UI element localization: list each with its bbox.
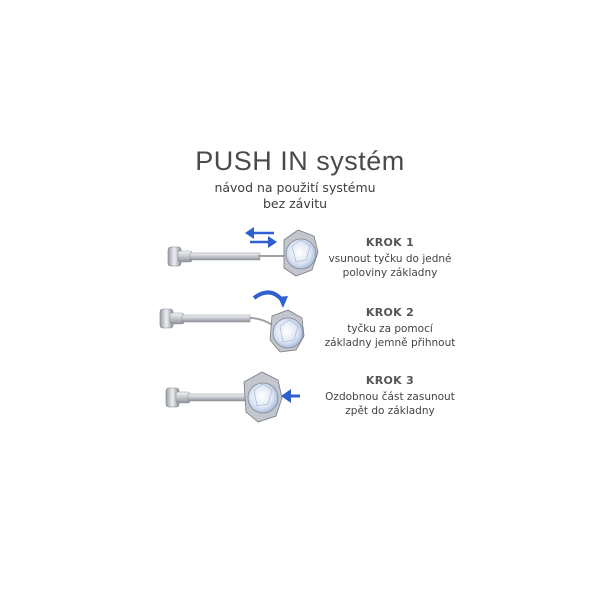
step2-piercing — [159, 308, 305, 353]
step-3-line-2: zpět do základny — [345, 405, 435, 417]
left-arrow-icon — [281, 389, 300, 403]
step-2-line-2: základny jemně přihnout — [324, 337, 456, 349]
step-1-heading: KROK 1 — [365, 236, 415, 249]
curved-arrow-icon — [252, 290, 288, 308]
subtitle-line-1: návod na použití systému — [214, 180, 376, 195]
step-3-instruction: KROK 3 Ozdobnou část zasunout zpět do zá… — [300, 374, 480, 418]
step-3-heading: KROK 3 — [365, 374, 415, 387]
step-1-instruction: KROK 1 vsunout tyčku do jedné poloviny z… — [300, 236, 480, 280]
step-2-line-1: tyčku za pomocí — [347, 323, 433, 335]
step-1-line-2: poloviny základny — [342, 267, 438, 279]
page-title: PUSH IN systém — [195, 146, 405, 176]
step1-piercing — [167, 229, 319, 277]
step-3-line-1: Ozdobnou část zasunout — [325, 391, 455, 403]
step-1-line-1: vsunout tyčku do jedné — [328, 253, 452, 265]
step3-piercing — [165, 371, 283, 423]
step-2-heading: KROK 2 — [365, 306, 415, 319]
subtitle-line-2: bez závitu — [262, 196, 328, 211]
step-2-instruction: KROK 2 tyčku za pomocí základny jemně př… — [300, 306, 480, 350]
double-arrow-icon — [245, 227, 277, 248]
